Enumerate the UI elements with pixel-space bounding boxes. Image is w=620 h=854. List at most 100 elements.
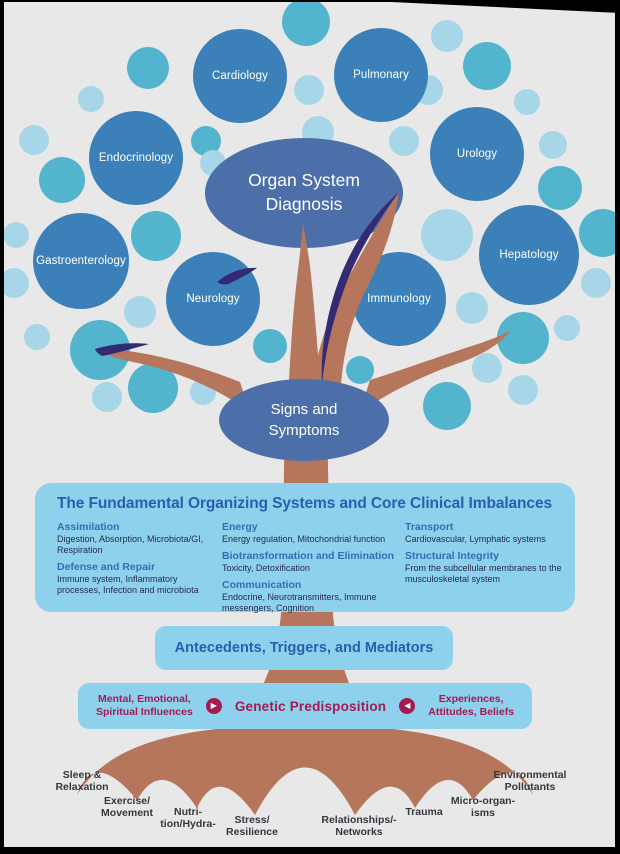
organ-circle-gastroenterology: Gastroenterology <box>33 213 129 309</box>
frame-bottom-bar <box>0 847 620 854</box>
genetic-predisposition-label: Genetic Predisposition <box>234 698 387 714</box>
decorative-circle-light-blue <box>92 382 122 412</box>
fundamental-group-body: Immune system, Inflammatory processes, I… <box>57 574 199 596</box>
fundamental-group-body: Energy regulation, Mitochondrial functio… <box>222 534 386 544</box>
decorative-circle-teal <box>253 329 287 363</box>
decorative-circle-teal <box>282 0 330 46</box>
tree-branch-mid-left <box>95 349 250 412</box>
root-label: Trauma <box>405 806 443 818</box>
organ-circle-endocrinology: Endocrinology <box>89 111 183 205</box>
decorative-circle-light-blue <box>472 353 502 383</box>
organ-ellipse-line2: Diagnosis <box>265 194 343 214</box>
decorative-circle-light-blue <box>581 268 611 298</box>
decorative-circle-light-blue <box>539 131 567 159</box>
fundamental-group-body: Digestion, Absorption, Microbiota/GI, Re… <box>57 534 204 556</box>
organ-circle-hepatology: Hepatology <box>479 205 579 305</box>
decorative-circle-light-blue <box>554 315 580 341</box>
organ-circle-neurology: Neurology <box>166 252 260 346</box>
fundamental-group-heading: Communication <box>222 579 302 592</box>
root-label: Stress/ Resilience <box>226 814 278 839</box>
arrow-left-icon: ◀ <box>399 698 416 714</box>
decorative-circle-light-blue <box>78 86 104 112</box>
fundamental-group-heading: Transport <box>405 521 454 533</box>
fundamental-systems-panel: The Fundamental Organizing Systems and C… <box>35 483 575 614</box>
fundamental-group-body: Endocrine, Neurotransmitters, Immune mes… <box>222 592 377 614</box>
decorative-circle-light-blue <box>124 296 156 328</box>
root-label: Sleep & Relaxation <box>55 769 109 794</box>
fundamental-group-body: Cardiovascular, Lymphatic systems <box>405 534 546 544</box>
root-label: Relationships/- Networks <box>321 814 397 839</box>
signs-symptoms-ellipse: Signs and Symptoms <box>219 379 389 461</box>
experiences-attitudes-beliefs-label: Experiences, Attitudes, Beliefs <box>428 693 515 718</box>
antecedents-panel: Antecedents, Triggers, and Mediators <box>155 626 453 670</box>
decorative-circle-light-blue <box>24 324 50 350</box>
antecedents-label: Antecedents, Triggers, and Mediators <box>174 640 434 656</box>
root-label: Environmental Pollutants <box>493 769 567 794</box>
decorative-circle-teal <box>463 42 511 90</box>
organ-circle-urology: Urology <box>430 107 524 201</box>
tree-purple-accent-left-branch <box>95 343 149 356</box>
decorative-circle-light-blue <box>294 75 324 105</box>
decorative-circle-light-blue <box>0 268 29 298</box>
fundamental-group-heading: Assimilation <box>57 521 120 533</box>
decorative-circle-light-blue <box>19 125 49 155</box>
organ-circle-label: Cardiology <box>212 70 268 82</box>
organ-circle-cardiology: Cardiology <box>193 29 287 123</box>
decorative-circle-light-blue <box>456 292 488 324</box>
decorative-circle-teal <box>497 312 549 364</box>
fundamental-group-heading: Energy <box>222 521 258 533</box>
fundamental-group-heading: Biotransformation and Elimination <box>222 550 395 563</box>
tree-purple-accent-left-upper <box>217 267 257 285</box>
organ-circle-label: Immunology <box>367 293 431 305</box>
decorative-circle-teal <box>131 211 181 261</box>
fundamental-group-heading: Structural Integrity <box>405 550 499 563</box>
frame-right-bar <box>615 0 620 854</box>
tree-roots-fan <box>77 724 533 815</box>
organ-circle-label: Gastroenterology <box>36 255 126 267</box>
organ-ellipse-line1: Organ System <box>248 170 360 191</box>
tree-branch-mid-right <box>360 330 511 412</box>
arrow-right-icon: ▶ <box>205 698 222 714</box>
organ-circle-label: Neurology <box>186 293 240 305</box>
frame-top-bar <box>0 0 620 2</box>
decorative-circle-teal <box>538 166 582 210</box>
fundamental-group-heading: Defense and Repair <box>57 561 156 574</box>
fundamental-panel-title: The Fundamental Organizing Systems and C… <box>57 495 552 512</box>
decorative-circle-light-blue <box>431 20 463 52</box>
organ-circle-label: Pulmonary <box>353 69 409 81</box>
root-label: Nutri- tion/Hydra- <box>160 806 216 831</box>
decorative-circle-teal <box>579 209 620 257</box>
genetic-predisposition-panel: Mental, Emotional, Spiritual Influences … <box>78 683 532 729</box>
organ-circle-label: Endocrinology <box>98 152 174 164</box>
signs-ellipse-line1: Signs and <box>270 401 338 418</box>
decorative-circle-teal <box>127 47 169 89</box>
decorative-circle-light-blue <box>389 126 419 156</box>
signs-ellipse-line2: Symptoms <box>268 422 340 439</box>
decorative-circle-teal <box>346 356 374 384</box>
fundamental-group-body: From the subcellular membranes to the mu… <box>405 563 562 585</box>
fundamental-group-body: Toxicity, Detoxification <box>222 563 310 574</box>
decorative-circle-teal <box>423 382 471 430</box>
tree-branch-central <box>288 224 322 400</box>
decorative-circle-light-blue <box>3 222 29 248</box>
organ-circle-label: Hepatology <box>499 249 559 261</box>
decorative-circle-light-blue <box>514 89 540 115</box>
tree-purple-accent-right <box>321 192 399 385</box>
frame-top-right-wedge <box>350 0 620 13</box>
tree-branch-upper-right <box>308 192 399 400</box>
organ-circle-label: Urology <box>456 148 498 160</box>
